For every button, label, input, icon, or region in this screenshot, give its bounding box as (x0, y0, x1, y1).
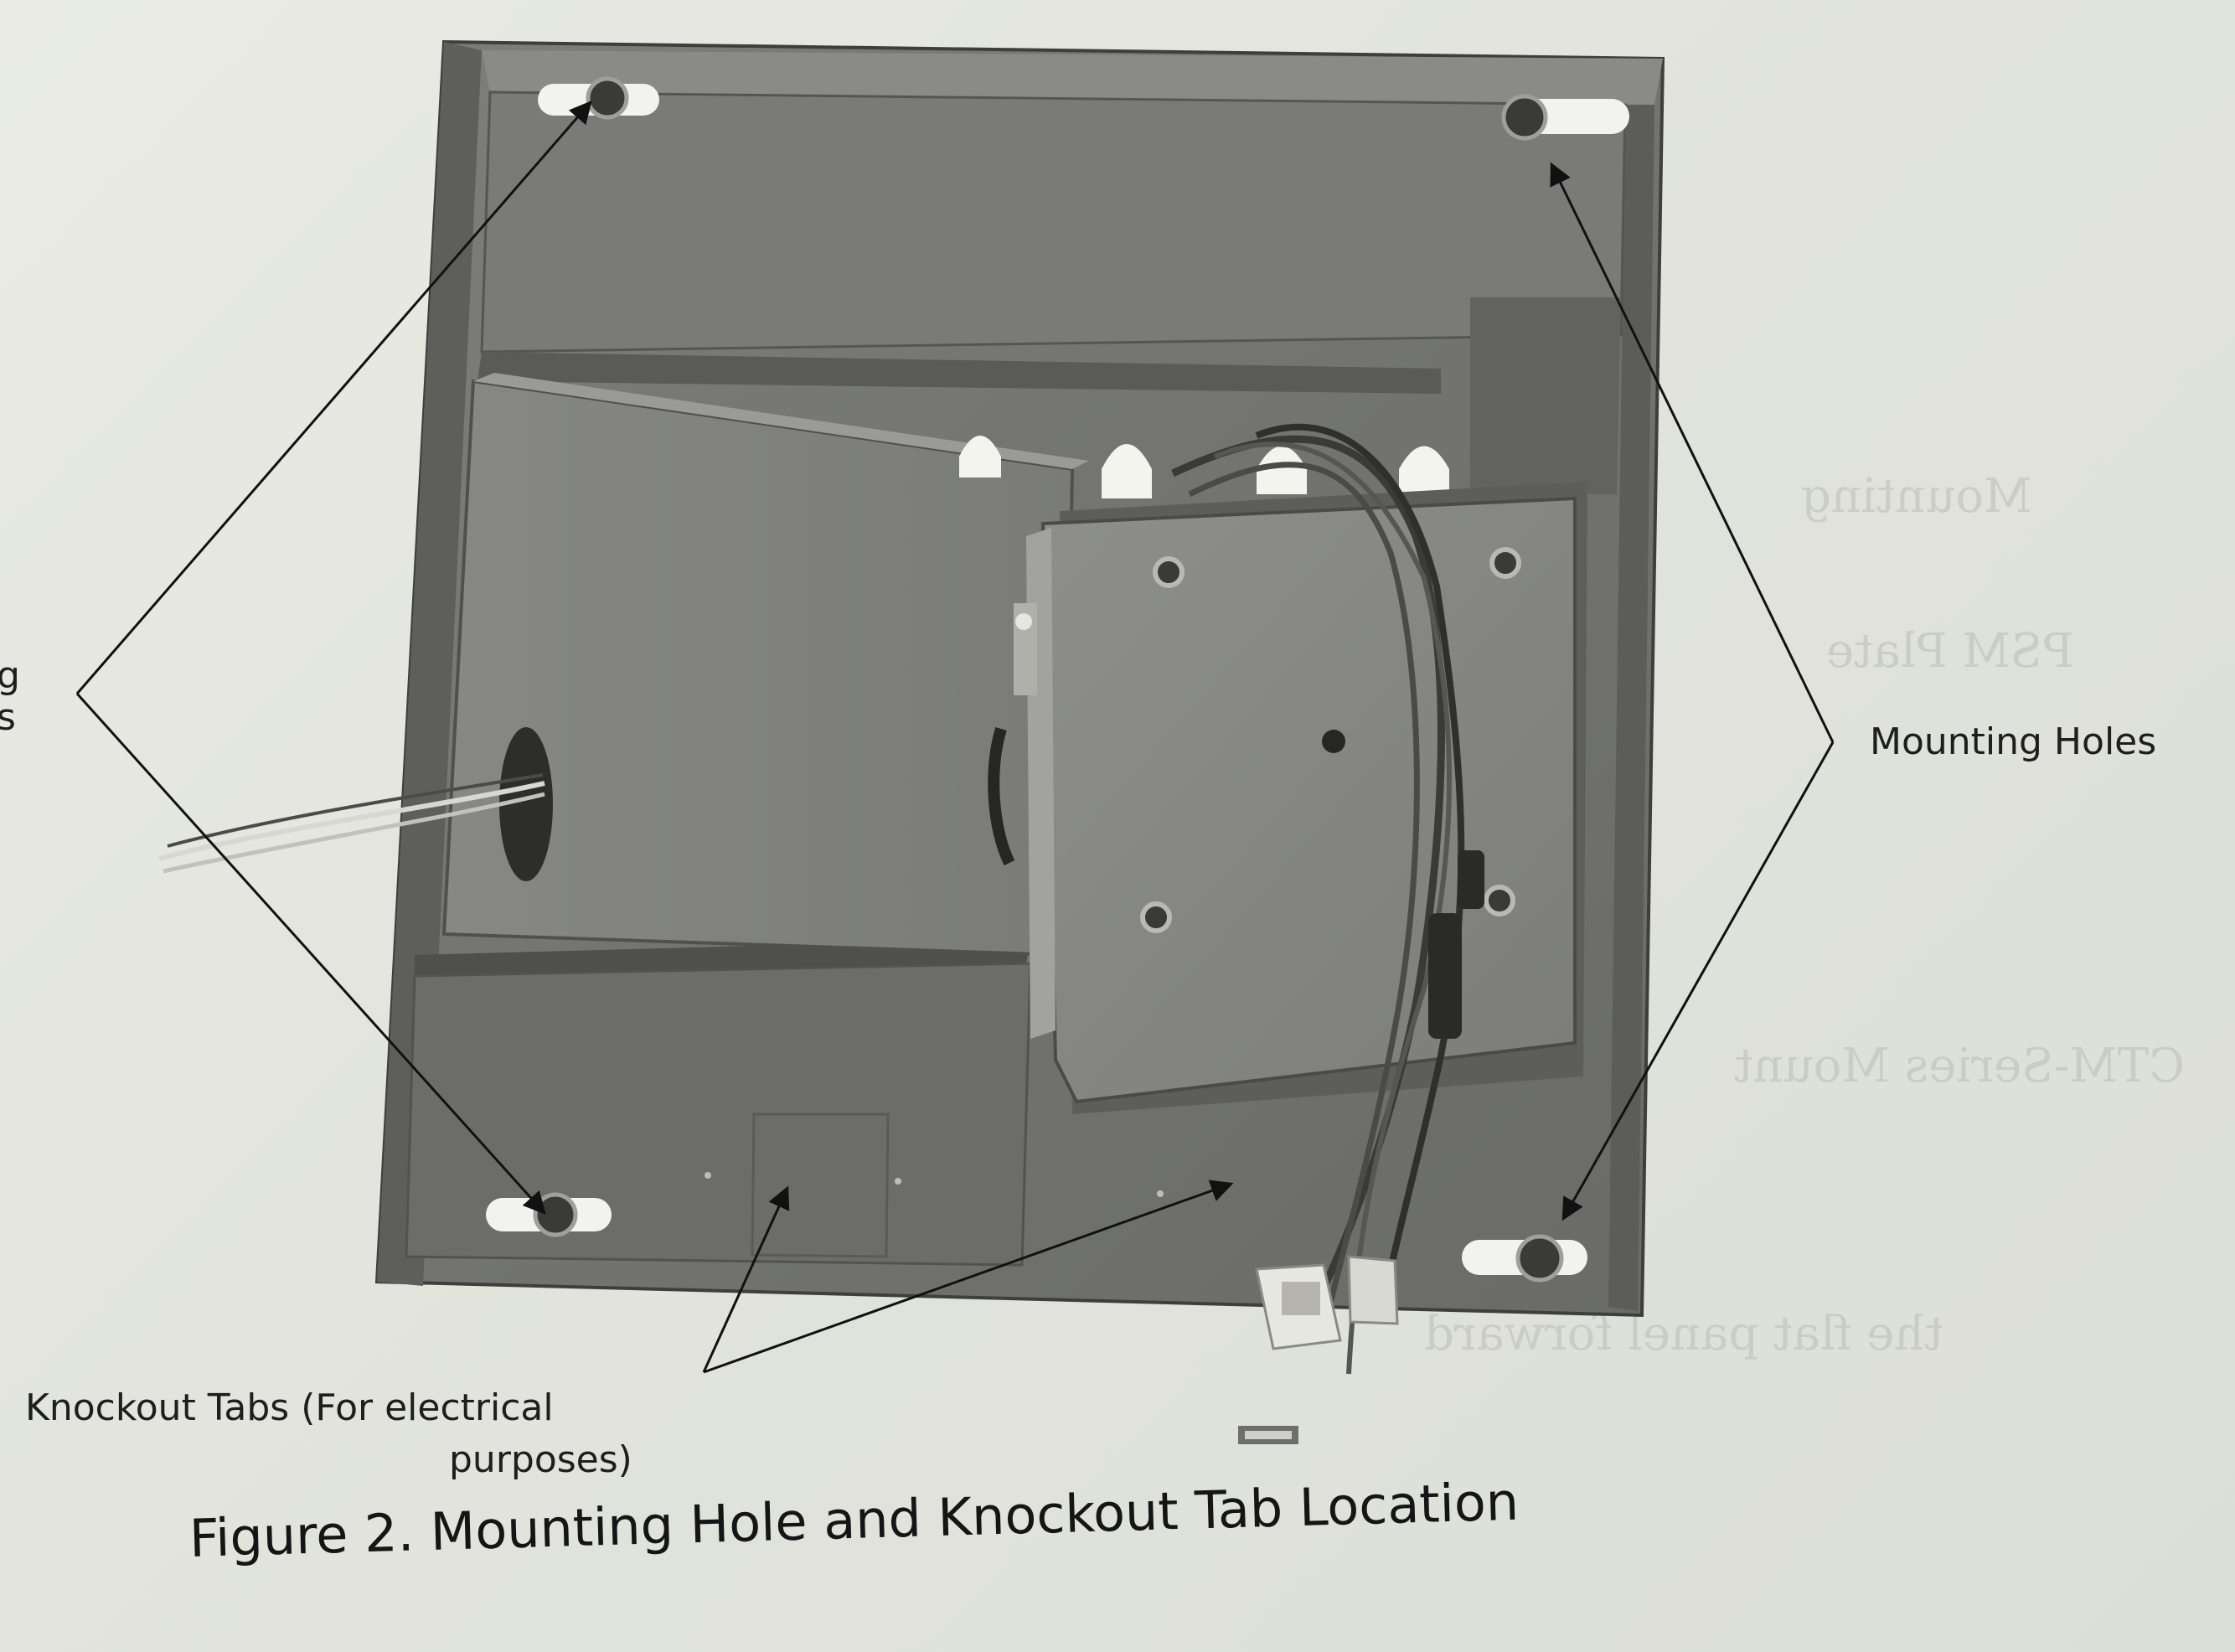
connector-plug (1238, 1255, 1399, 1444)
mounting-hole-top-left (538, 76, 659, 120)
left-cut-label-1: g (0, 654, 20, 697)
knockout-tabs-label-line1: Knockout Tabs (For electrical (25, 1386, 554, 1429)
mounting-holes-label: Mounting Holes (1870, 720, 2157, 763)
cable-bundle (988, 423, 1484, 1375)
mounting-holes-leaders (1550, 162, 1835, 1221)
mounting-hole-bottom-right (1462, 1234, 1587, 1283)
tilt-bracket (158, 373, 1089, 958)
left-callout-leaders (75, 100, 592, 1216)
knockout-tabs-label-line2: purposes) (449, 1438, 632, 1481)
electrical-box (1014, 482, 1587, 1114)
knockout-tabs-leaders (702, 1180, 1234, 1374)
left-cut-label-2: s (0, 696, 16, 739)
mounting-hole-top-right (1501, 94, 1629, 141)
knockout-holes (959, 436, 1449, 498)
mounting-hole-bottom-left (486, 1192, 612, 1237)
